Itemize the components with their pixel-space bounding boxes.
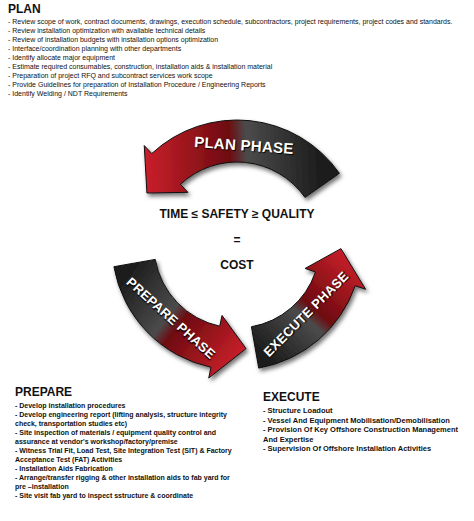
text-group: EXECUTE [263, 391, 463, 404]
section-heading: PREPARE [15, 386, 215, 399]
phase-arrow: PLAN PHASE [117, 107, 351, 211]
equation-text: TIME ≤ SAFETY ≥ QUALITY [0, 207, 474, 222]
bullet-item: - Estimate required consumables, constru… [8, 62, 470, 71]
text-group: = [0, 233, 474, 248]
bullet-item: - Vessel And Equipment Mobilisation/Demo… [263, 416, 468, 426]
bullet-item: - Provide Guidelines for preparation of … [8, 80, 470, 89]
bullet-item: - Site inspection of materials / equipme… [15, 428, 241, 446]
bullet-item: - Structure Loadout [263, 406, 468, 416]
phase-arrow: PREPARE PHASE [101, 255, 251, 383]
bullet-item: - Supervision Of Offshore Installation A… [263, 444, 468, 454]
bullet-item: - Preparation of project RFQ and subcont… [8, 71, 470, 80]
text-group: PREPARE [15, 386, 215, 399]
equation-text: COST [0, 258, 474, 273]
bullet-item: - Interface/coordination planning with o… [8, 44, 470, 53]
bullet-item: - Review scope of work, contract documen… [8, 17, 470, 26]
section-heading: EXECUTE [263, 391, 463, 404]
bullet-item: - Site visit fab yard to inspect sstruct… [15, 491, 241, 500]
arrow-outline [117, 107, 351, 211]
equation-text: = [0, 233, 474, 248]
arrow-shape [144, 120, 339, 197]
bullet-item: - Review installation optimization with … [8, 26, 470, 35]
bullet-item: - Review of installation budgets with in… [8, 35, 470, 44]
text-group: - Review scope of work, contract documen… [8, 17, 470, 98]
bullet-item: - Installation Aids Fabrication [15, 464, 241, 473]
bullet-item: - Arrange/transfer rigging & other insta… [15, 473, 241, 491]
bullet-item: - Witness Trial Fit, Load Test, Site Int… [15, 446, 241, 464]
phase-arrow: EXECUTE PHASE [247, 245, 375, 381]
bullet-item: - Identify allocate major equipment [8, 53, 470, 62]
text-group: PLAN [8, 3, 308, 16]
text-group: - Structure Loadout- Vessel And Equipmen… [263, 406, 468, 454]
arrow-shape [251, 249, 365, 368]
text-group: - Develop installation procedures- Devel… [15, 401, 241, 500]
bullet-item: - Develop installation procedures [15, 401, 241, 410]
arrow-shape [114, 259, 246, 378]
bullet-item: - Develop engineering report (lifting an… [15, 410, 241, 428]
text-group: COST [0, 258, 474, 273]
bullet-item: - Provision Of Key Offshore Construction… [263, 425, 468, 444]
bullet-item: - Identify Welding / NDT Requirements [8, 89, 470, 98]
text-group: TIME ≤ SAFETY ≥ QUALITY [0, 207, 474, 222]
section-heading: PLAN [8, 3, 308, 16]
